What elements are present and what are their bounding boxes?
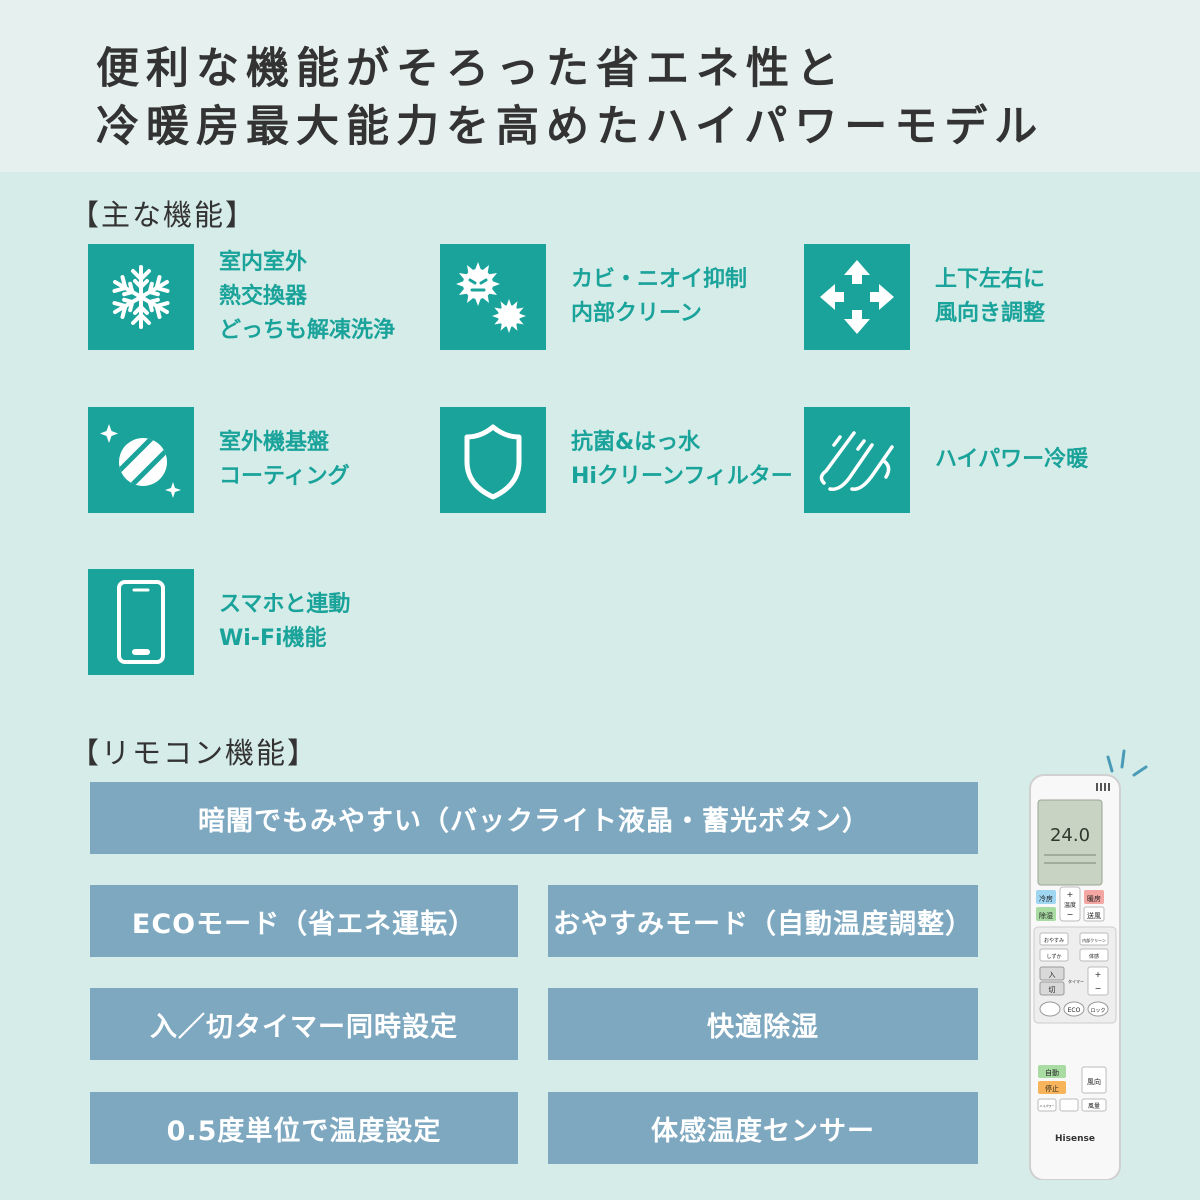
remote-power-label: ハイパワー	[1040, 1103, 1055, 1108]
remote-feature-body-sensor: 体感温度センサー	[548, 1092, 978, 1164]
feature-tile	[440, 407, 546, 513]
wind-power-icon	[819, 431, 894, 491]
mold-germ-icon	[456, 262, 526, 333]
remote-sleep-label: おやすみ	[1044, 937, 1064, 944]
feature-label: カビ・ニオイ抑制 内部クリーン	[571, 267, 748, 326]
feature-label: スマホと連動 Wi-Fi機能	[219, 592, 351, 651]
header-band	[0, 0, 1200, 172]
headline-line-1: 便利な機能がそろった省エネ性と	[96, 44, 846, 94]
remote-feature-timer: 入／切タイマー同時設定	[90, 988, 518, 1060]
remote-feature-half-degree: 0.5度単位で温度設定	[90, 1092, 518, 1164]
remote-heat-label: 暖房	[1087, 894, 1101, 903]
main-functions-title: 【主な機能】	[70, 198, 257, 232]
remote-timer-minus: −	[1095, 984, 1102, 993]
headline-line-2: 冷暖房最大能力を高めたハイパワーモデル	[96, 102, 1045, 152]
remote-dry-label: 除湿	[1039, 911, 1053, 920]
feature-label: ハイパワー冷暖	[935, 447, 1089, 472]
remote-temp-plus: +	[1067, 890, 1074, 899]
shield-icon	[464, 424, 522, 500]
smartphone-icon	[117, 580, 165, 664]
feature-tile	[88, 407, 194, 513]
feature-label: 抗菌&はっ水 Hiクリーンフィルター	[571, 430, 793, 489]
remote-feature-backlight: 暗闇でもみやすい（バックライト液晶・蓄光ボタン）	[90, 782, 978, 854]
remote-feature-comfort-dry: 快適除湿	[548, 988, 978, 1060]
remote-timer-on: 入	[1049, 971, 1056, 979]
remote-timer-label: タイマー	[1068, 978, 1084, 984]
feature-label: 上下左右に 風向き調整	[935, 267, 1046, 326]
feature-tile	[440, 244, 546, 350]
snowflake-icon	[109, 265, 173, 329]
feature-tile	[804, 407, 910, 513]
remote-feature-eco-mode: ECOモード（省エネ運転）	[90, 885, 518, 957]
remote-control-image: 24.0 冷房 + 温度 − 暖房 除湿 送風 おやすみ 内部クリーン しずか …	[1020, 745, 1160, 1184]
remote-speed-label: 風量	[1088, 1103, 1100, 1110]
remote-lock-label: ロック	[1090, 1008, 1105, 1014]
feature-label: 室内室外 熱交換器 どっちも解凍洗浄	[219, 250, 396, 343]
coated-board-icon	[100, 424, 181, 498]
remote-display-temp: 24.0	[1050, 825, 1090, 846]
feature-tile	[88, 244, 194, 350]
remote-control-icon: 24.0 冷房 + 温度 − 暖房 除湿 送風 おやすみ 内部クリーン しずか …	[1029, 749, 1148, 1181]
remote-functions-title: 【リモコン機能】	[70, 736, 319, 770]
remote-auto-label: 自動	[1045, 1068, 1059, 1077]
remote-temp-minus: −	[1067, 910, 1074, 919]
remote-stop-label: 停止	[1045, 1084, 1059, 1093]
remote-quiet-label: しずか	[1047, 953, 1062, 960]
remote-timer-off: 切	[1049, 986, 1056, 994]
remote-feature-sleep-mode: おやすみモード（自動温度調整）	[548, 885, 978, 957]
feature-label: 室外機基盤 コーティング	[219, 430, 350, 489]
feature-tile	[804, 244, 910, 350]
remote-timer-plus: +	[1095, 970, 1102, 979]
remote-sensor-label: 体感	[1089, 953, 1099, 960]
four-way-arrows-icon	[820, 260, 894, 334]
remote-brand-logo: Hisense	[1055, 1134, 1095, 1144]
remote-cool-label: 冷房	[1039, 894, 1053, 903]
remote-fan-label: 送風	[1087, 911, 1101, 920]
remote-direction-label: 風向	[1087, 1077, 1101, 1086]
remote-clean-label: 内部クリーン	[1082, 937, 1106, 943]
feature-tile	[88, 569, 194, 675]
remote-eco-label: ECO	[1068, 1007, 1081, 1014]
remote-temp-label: 温度	[1064, 901, 1076, 909]
